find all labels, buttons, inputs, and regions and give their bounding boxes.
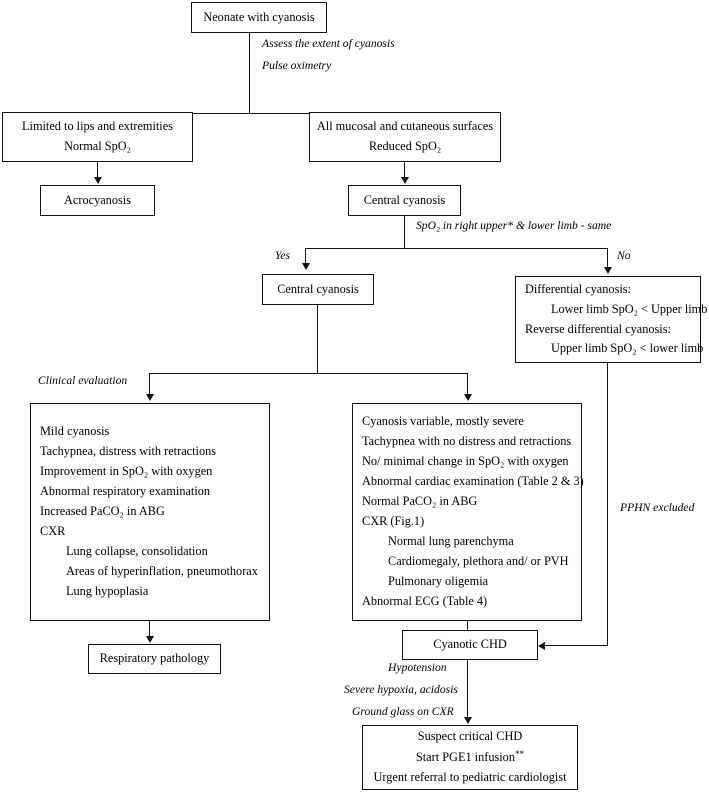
node-label: Neonate with cyanosis <box>203 9 315 24</box>
annotation-severe-hypoxia: Severe hypoxia, acidosis <box>344 683 458 696</box>
finding-line: Tachypnea, distress with retractions <box>40 444 217 459</box>
node-central-cyanosis-confirmed: Central cyanosis <box>262 274 374 305</box>
finding-line: Abnormal ECG (Table 4) <box>362 593 488 608</box>
connector-differential-long-stem <box>607 363 609 646</box>
node-line-3: Reverse differential cyanosis: <box>525 321 671 336</box>
node-all-mucosal-surfaces: All mucosal and cutaneous surfaces Reduc… <box>309 112 501 162</box>
finding-line: Improvement in SpO₂ with oxygen <box>40 464 213 479</box>
node-acrocyanosis: Acrocyanosis <box>40 185 155 216</box>
finding-subline: Lung collapse, consolidation <box>66 543 208 558</box>
finding-line: CXR (Fig.1) <box>362 514 425 528</box>
node-differential-cyanosis: Differential cyanosis: Lower limb SpO₂ <… <box>515 276 707 363</box>
node-line-2: Reduced SpO₂ <box>368 139 442 153</box>
connector-clinical-bar <box>149 373 468 375</box>
connector-confirmed-stem <box>317 305 319 373</box>
node-label: Central cyanosis <box>277 281 359 296</box>
connector-chd-to-critical <box>467 660 469 718</box>
node-line-2: Normal SpO₂ <box>64 139 131 153</box>
finding-line: Increased PaCO₂ in ABG <box>40 504 165 519</box>
annotation-ground-glass: Ground glass on CXR <box>352 705 454 718</box>
node-cyanotic-chd: Cyanotic CHD <box>402 630 538 660</box>
node-label: Central cyanosis <box>363 192 446 207</box>
arrowhead-to-central-cyanosis-1 <box>400 177 409 184</box>
connector-yes-drop <box>305 248 307 264</box>
annotation-pulse-oximetry: Pulse oximetry <box>262 59 332 72</box>
annotation-hypotension: Hypotension <box>388 661 447 674</box>
connector-differential-to-chd <box>545 645 608 647</box>
footnote-marker: ** <box>514 749 525 760</box>
finding-line: Mild cyanosis <box>40 424 110 439</box>
finding-line: Abnormal respiratory examination <box>40 484 211 499</box>
node-respiratory-pathology: Respiratory pathology <box>88 644 221 674</box>
node-label: Respiratory pathology <box>99 651 210 666</box>
finding-subline: Normal lung parenchyma <box>388 533 514 548</box>
connector-yesno-bar <box>305 248 608 250</box>
arrowhead-to-acrocyanosis <box>93 177 102 184</box>
node-line-1: All mucosal and cutaneous surfaces <box>316 119 494 134</box>
node-line-1: Suspect critical CHD <box>417 729 523 744</box>
connector-root-stem <box>249 33 251 113</box>
arrowhead-to-cardiac-findings <box>463 394 472 401</box>
annotation-yes: Yes <box>275 249 291 262</box>
finding-line: CXR <box>40 523 66 538</box>
annotation-assess: Assess the extent of cyanosis <box>262 37 395 50</box>
finding-subline: Cardiomegaly, plethora and/ or PVH <box>388 553 569 568</box>
node-line-2: Start PGE1 infusion** <box>416 747 524 768</box>
connector-mucosal-to-central <box>404 162 406 178</box>
node-label: Cyanotic CHD <box>433 637 507 652</box>
node-line-2: Lower limb SpO₂ < Upper limb <box>551 301 708 316</box>
arrowhead-to-central-cyanosis-2 <box>301 263 310 270</box>
annotation-no: No <box>617 249 631 262</box>
connector-no-drop <box>607 248 609 268</box>
connector-clinical-left-drop <box>149 373 151 395</box>
finding-subline: Pulmonary oligemia <box>388 573 489 588</box>
arrowhead-to-differential <box>603 267 612 274</box>
finding-line: Abnormal cardiac examination (Table 2 & … <box>362 474 584 489</box>
connector-respiratory-to-pathology <box>149 621 151 637</box>
finding-line: Normal PaCO₂ in ABG <box>362 494 478 509</box>
annotation-clinical-evaluation: Clinical evaluation <box>38 374 128 387</box>
finding-subline: Lung hypoplasia <box>66 583 149 598</box>
node-line-1: Differential cyanosis: <box>525 281 631 296</box>
arrowhead-to-respiratory-pathology <box>145 636 154 643</box>
node-line-4: Upper limb SpO₂ < lower limb <box>551 341 704 356</box>
arrowhead-to-respiratory-findings <box>145 394 154 401</box>
finding-subline: Areas of hyperinflation, pneumothorax <box>66 563 258 578</box>
connector-limited-to-acrocyanosis <box>97 162 99 178</box>
node-cardiac-findings: Cyanosis variable, mostly severe Tachypn… <box>352 403 584 621</box>
annotation-text: SpO₂ in right upper* & lower limb - same <box>416 219 612 232</box>
node-respiratory-findings: Mild cyanosis Tachypnea, distress with r… <box>30 403 270 621</box>
arrowhead-into-cyanotic-chd <box>538 641 545 650</box>
finding-line: Cyanosis variable, mostly severe <box>362 414 524 429</box>
annotation-pphn-excluded: PPHN excluded <box>620 501 695 514</box>
node-limited-to-lips: Limited to lips and extremities Normal S… <box>2 112 193 162</box>
connector-cardiac-to-chd <box>467 621 469 634</box>
finding-line: No/ minimal change in SpO₂ with oxygen <box>362 454 569 469</box>
node-central-cyanosis-primary: Central cyanosis <box>348 185 461 216</box>
connector-central-stem <box>404 216 406 248</box>
finding-line: Tachypnea with no distress and retractio… <box>362 434 572 449</box>
node-neonate-with-cyanosis: Neonate with cyanosis <box>191 2 327 33</box>
node-label: Acrocyanosis <box>64 192 131 207</box>
node-line-2-text: Start PGE1 infusion <box>415 749 515 764</box>
node-suspect-critical-chd: Suspect critical CHD Start PGE1 infusion… <box>362 725 578 790</box>
connector-clinical-right-drop <box>467 373 469 395</box>
node-line-3: Urgent referral to pediatric cardiologis… <box>373 769 567 784</box>
connector-split-bar-top <box>94 113 407 115</box>
arrowhead-to-critical-chd <box>463 717 472 724</box>
annotation-spo2-compare: SpO₂ in right upper* & lower limb - same <box>416 219 611 232</box>
node-line-1: Limited to lips and extremities <box>22 119 173 134</box>
